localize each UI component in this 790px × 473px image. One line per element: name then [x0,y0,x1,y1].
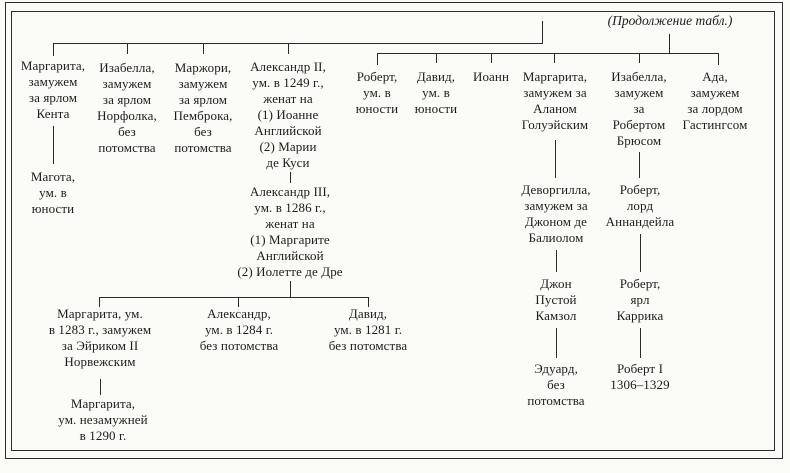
connector-gen3-sibling-line [99,297,369,298]
connector-tick-margarita-kent [53,43,54,56]
connector-left-parent-stub [542,21,543,44]
connector-carrick-to-robert1 [640,328,641,358]
connector-bruce-to-annandale [639,152,640,178]
node-margarita-1290: Маргарита, ум. незамужней в 1290 г. [58,396,148,443]
connector-galloway-to-devorgilla [555,140,556,178]
connector-tick-david-1281 [368,297,369,307]
connector-tick-marzhori [203,43,204,54]
node-ioann: Иоанн [472,69,510,84]
connector-tick-izabella-norfolk [127,43,128,54]
connector-right-sibling-line [377,53,719,54]
node-izabella-norfolk: Изабелла, замужем за ярлом Норфолка, без… [97,60,157,155]
connector-tick-robert [377,53,378,65]
node-izabella-bruce: Изабелла, замужем за Робертом Брюсом [611,69,667,148]
connector-left-sibling-line [53,43,543,44]
node-margarita-1283: Маргарита, ум. в 1283 г., замужем за Эйр… [48,306,152,369]
node-john-balliol: Джон Пустой Камзол [535,276,577,323]
connector-1283-to-1290 [100,379,101,395]
connector-tick-alexander-1284 [238,297,239,307]
page-frame-outer [5,2,783,459]
node-alexander-1284: Александр, ум. в 1284 г. без потомства [199,306,279,353]
continuation-label: (Продолжение табл.) [607,13,733,28]
connector-devorgilla-to-john [556,250,557,272]
connector-alex3-to-children [290,281,291,297]
connector-kent-to-magota [53,126,54,164]
connector-annandale-to-carrick [640,234,641,272]
node-magota: Магота, ум. в юности [30,169,76,216]
node-margarita-kent: Маргарита, замужем за ярлом Кента [20,58,86,121]
connector-tick-margarita-1283 [99,297,100,307]
connector-alex2-to-alex3 [290,172,291,183]
node-ada-hastings: Ада, замужем за лордом Гастингсом [682,69,748,132]
page-frame-inner [11,11,775,451]
connector-tick-ioann [491,53,492,63]
node-margarita-galloway: Маргарита, замужем за Аланом Голуэйским [521,69,589,132]
node-robert-carrick: Роберт, ярл Каррика [616,276,664,323]
node-marzhori-pembroke: Маржори, замужем за ярлом Пемброка, без … [173,60,233,155]
connector-tick-izabella-bruce [639,53,640,63]
node-eduard: Эдуард, без потомства [527,361,585,408]
connector-tick-alexander-ii [288,43,289,54]
connector-right-parent-stub [669,34,670,54]
node-alexander-iii: Александр III, ум. в 1286 г., женат на (… [237,184,343,279]
node-alexander-ii: Александр II, ум. в 1249 г., женат на (1… [250,59,326,170]
node-devorgilla: Деворгилла, замужем за Джоном де Балиоло… [521,182,591,245]
node-david-yunost: Давид, ум. в юности [414,69,458,116]
connector-tick-david [436,53,437,63]
node-robert-annandale: Роберт, лорд Аннандейла [605,182,675,229]
connector-tick-margarita-galloway [554,53,555,63]
connector-john-to-eduard [556,328,557,358]
node-robert-yunost: Роберт, ум. в юности [355,69,399,116]
node-robert-i: Роберт I 1306–1329 [610,361,670,392]
connector-tick-ada [718,53,719,65]
node-david-1281: Давид, ум. в 1281 г. без потомства [328,306,408,353]
